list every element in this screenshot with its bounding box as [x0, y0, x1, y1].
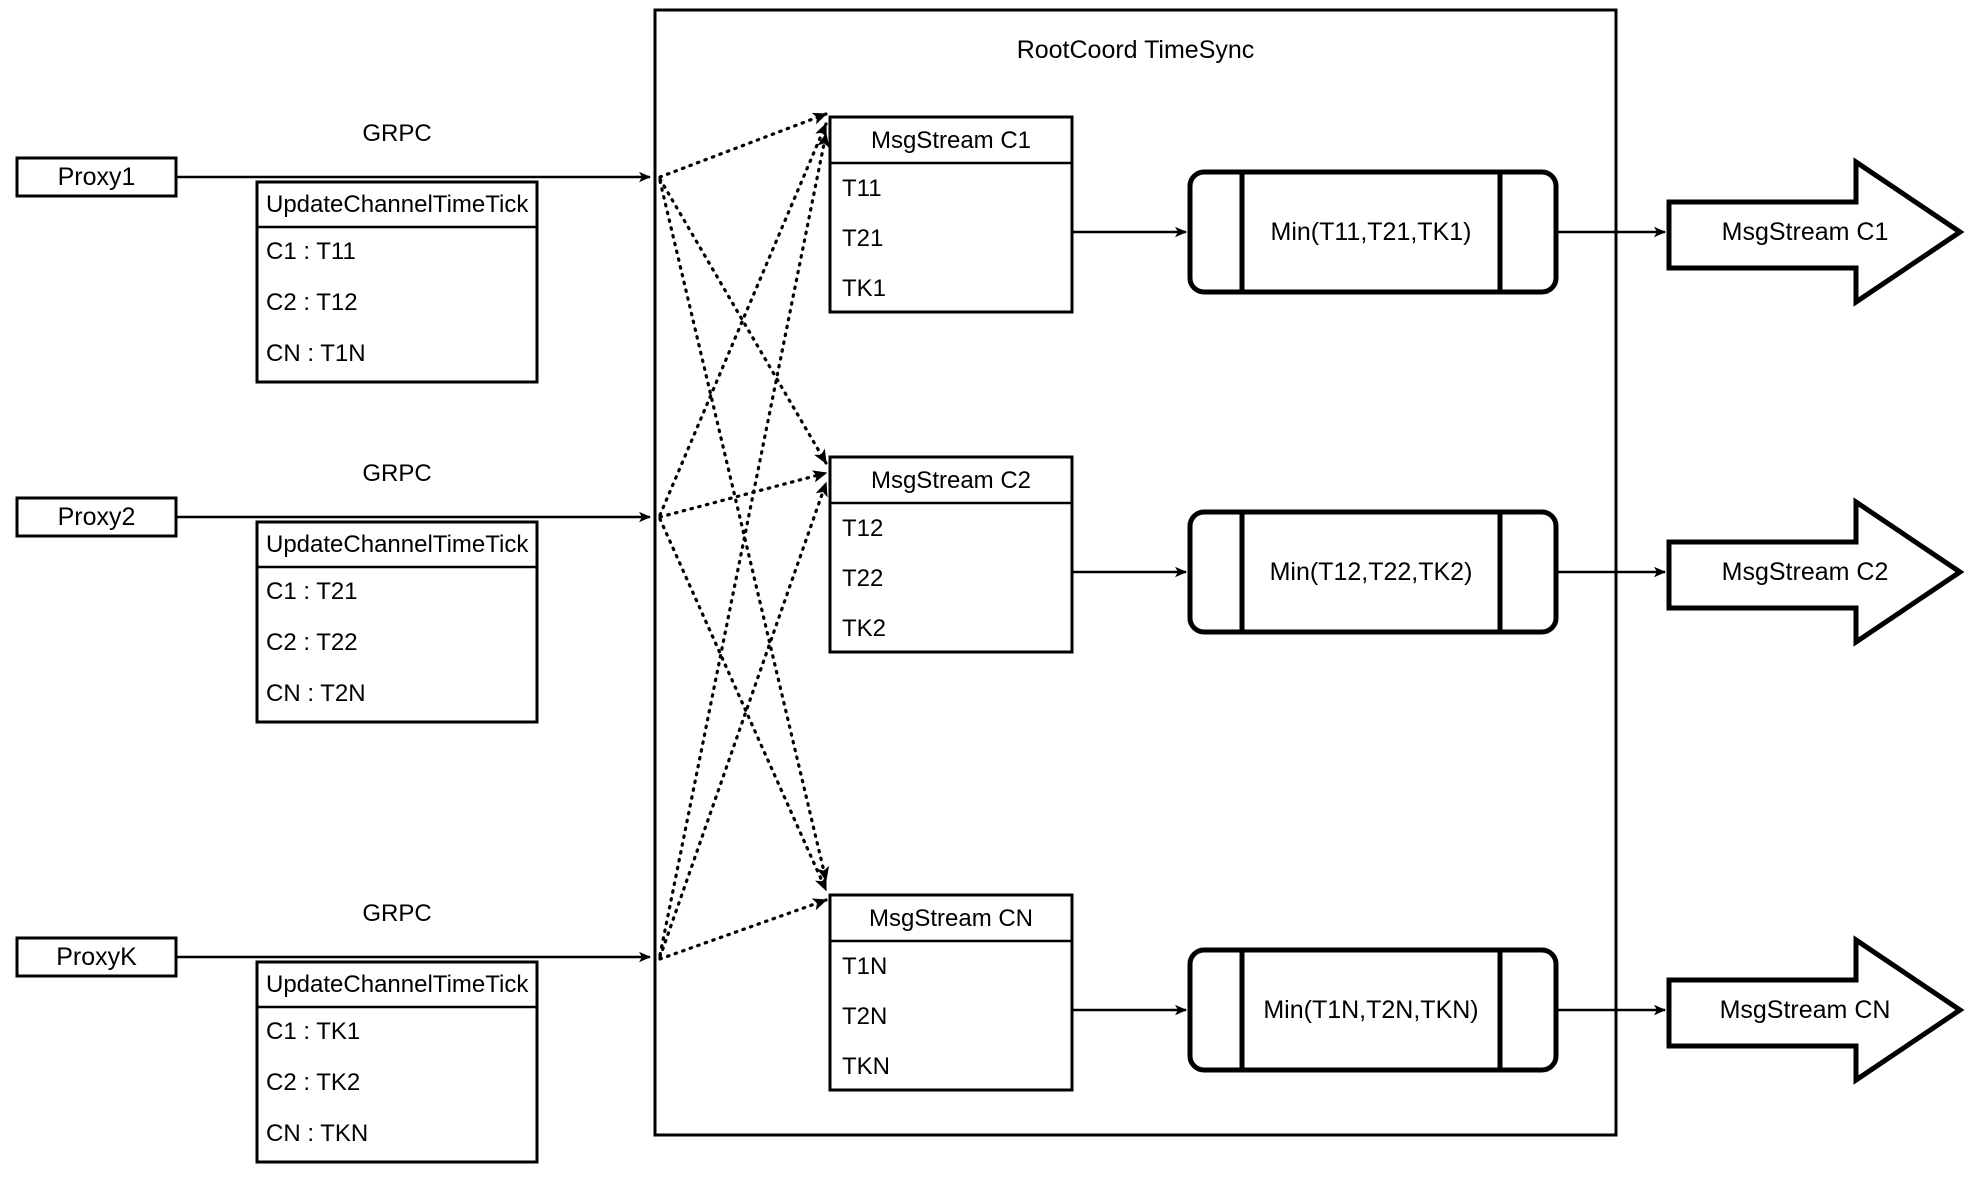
msgstream-c2-box	[828, 455, 1074, 654]
msgstream-cn-box	[828, 893, 1074, 1092]
msgstream-c1-box	[828, 115, 1074, 314]
dotted-link-proxy1-c1	[658, 112, 828, 179]
output-msgstream-c2-arrow	[1666, 497, 1965, 647]
dotted-link-proxy1-cn	[658, 179, 830, 882]
dotted-link-proxy1-c2	[658, 177, 828, 465]
dotted-link-proxy2-c2	[658, 470, 828, 519]
proxyk-request-box	[255, 960, 539, 1164]
dotted-link-proxyk-c2	[658, 481, 828, 959]
output-msgstream-c1-arrow	[1666, 157, 1965, 307]
proxyk-box	[15, 936, 178, 978]
dotted-link-proxy2-c1	[658, 122, 828, 517]
proxy2-box	[15, 496, 178, 538]
dotted-link-proxyk-cn	[658, 898, 828, 961]
proxy1-request-box	[255, 180, 539, 384]
dotted-link-proxyk-c1	[658, 132, 830, 957]
proxy2-request-box	[255, 520, 539, 724]
proxy1-box	[15, 156, 178, 198]
output-msgstream-cn-arrow	[1666, 935, 1965, 1085]
dotted-link-proxy2-cn	[658, 517, 828, 892]
